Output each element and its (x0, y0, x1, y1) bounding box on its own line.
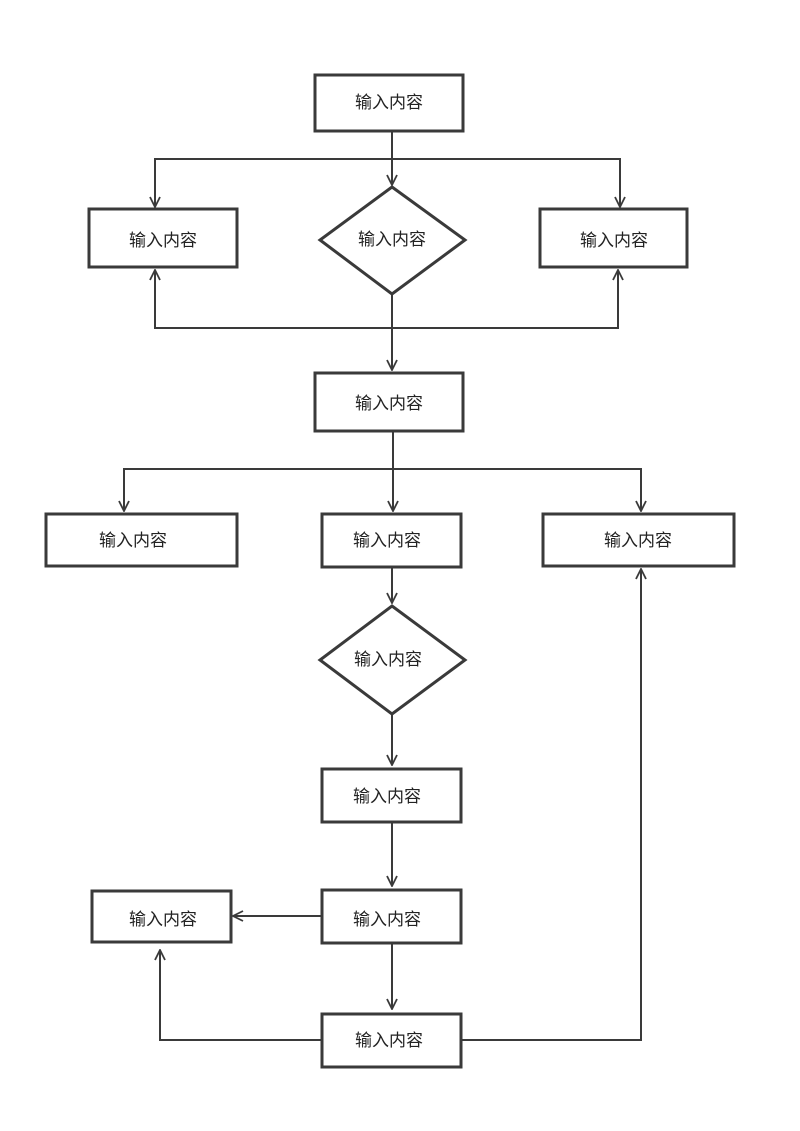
process-box-9-label: 输入内容 (353, 910, 421, 930)
process-box-3-label: 输入内容 (580, 231, 648, 251)
edge-n5-n6 (124, 468, 393, 511)
process-box-4-label: 输入内容 (355, 394, 423, 414)
process-box-6[interactable]: 输入内容 (320, 512, 463, 569)
process-box-6-label: 输入内容 (353, 531, 421, 551)
process-box-7[interactable]: 输入内容 (541, 512, 736, 568)
edge-n13-n12 (160, 950, 322, 1041)
decision-diamond-2-label: 输入内容 (354, 650, 422, 670)
process-box-11[interactable]: 输入内容 (320, 1012, 463, 1069)
decision-diamond-1[interactable]: 输入内容 (317, 185, 468, 296)
process-box-7-label: 输入内容 (604, 531, 672, 551)
process-box-2[interactable]: 输入内容 (87, 207, 239, 269)
process-box-2-label: 输入内容 (129, 231, 197, 251)
edge-n5-n8 (393, 468, 641, 511)
process-box-9[interactable]: 输入内容 (320, 888, 463, 945)
process-box-11-label: 输入内容 (355, 1031, 423, 1051)
edge-n3-n2 (155, 270, 392, 329)
process-box-1[interactable]: 输入内容 (313, 73, 465, 133)
process-box-10-label: 输入内容 (129, 910, 197, 930)
edge-n1-n4 (392, 158, 620, 207)
edge-n13-n8 (462, 569, 641, 1041)
process-box-1-label: 输入内容 (355, 93, 423, 113)
edges-group (124, 132, 641, 1041)
process-box-10[interactable]: 输入内容 (90, 889, 233, 944)
process-box-8[interactable]: 输入内容 (320, 767, 463, 824)
edge-n3-n4 (392, 270, 618, 329)
process-box-3[interactable]: 输入内容 (538, 207, 689, 269)
process-box-5-label: 输入内容 (99, 531, 167, 551)
process-box-5[interactable]: 输入内容 (44, 512, 239, 568)
decision-diamond-2[interactable]: 输入内容 (317, 604, 468, 716)
nodes-group: 输入内容 输入内容 输入内容 输入内容 输入内容 输入内容 输入 (44, 73, 736, 1069)
process-box-4[interactable]: 输入内容 (313, 371, 465, 433)
process-box-8-label: 输入内容 (353, 787, 421, 807)
edge-n1-n2 (155, 158, 392, 207)
decision-diamond-1-label: 输入内容 (358, 230, 426, 250)
